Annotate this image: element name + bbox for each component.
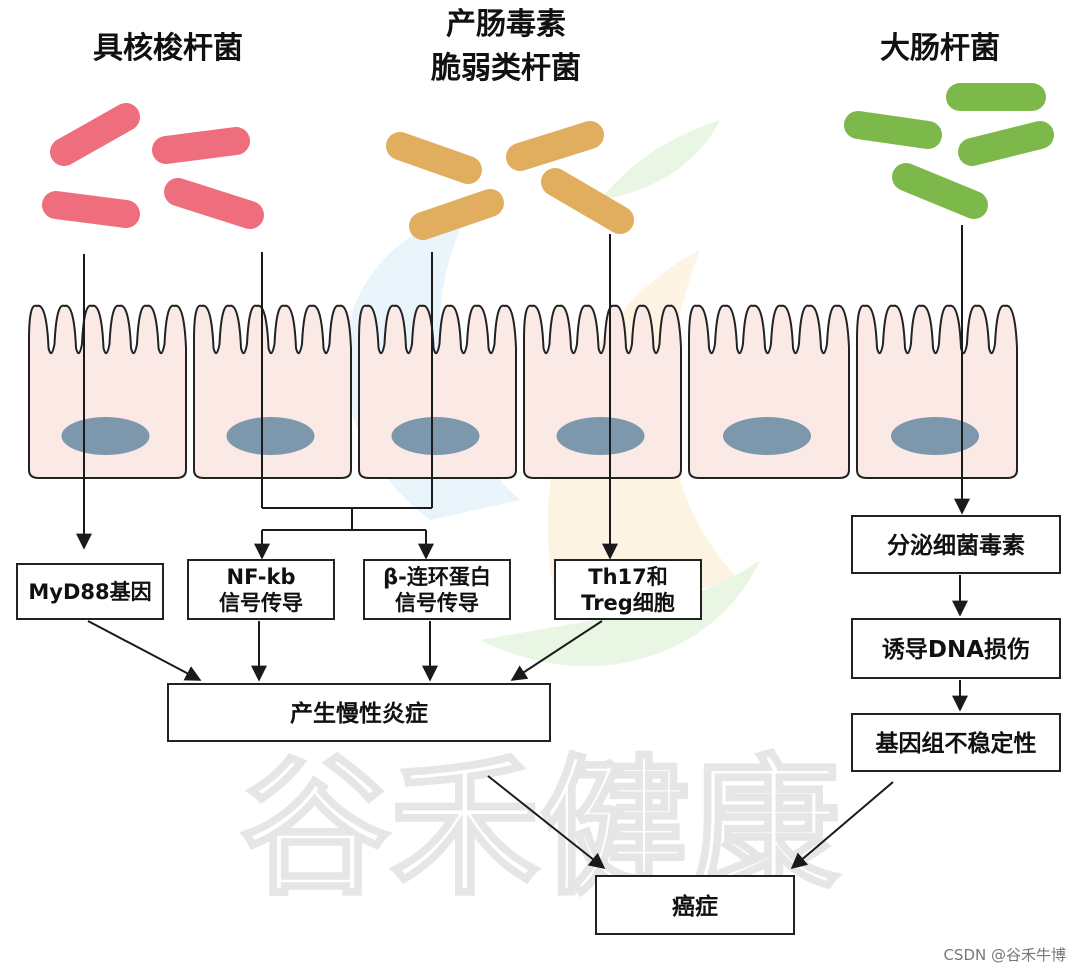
- box-th17-line1: Th17和: [588, 565, 668, 589]
- arrow-instability-to-cancer: [790, 781, 894, 870]
- box-th17-line2: Treg细胞: [581, 591, 675, 615]
- box-toxin-label: 分泌细菌毒素: [887, 532, 1025, 559]
- ecoli-title: 大肠杆菌: [880, 31, 1000, 66]
- box-cancer: [595, 875, 795, 935]
- etbf-title-line2: 脆弱类杆菌: [430, 51, 581, 86]
- cell-nucleus: [226, 417, 315, 455]
- box-catenin-line2: 信号传导: [395, 591, 479, 615]
- box-instability-label: 基因组不稳定性: [876, 730, 1037, 757]
- cell-nucleus: [61, 417, 150, 455]
- box-dna: [851, 618, 1061, 679]
- box-nfkb-line2: 信号传导: [219, 591, 303, 615]
- box-instability: [851, 713, 1061, 772]
- cell-nucleus: [556, 417, 645, 455]
- fusobacterium-rod: [164, 178, 264, 229]
- box-catenin-line1: β-连环蛋白: [383, 565, 491, 589]
- ecoli-rod: [892, 163, 988, 219]
- box-inflammation: [167, 683, 551, 742]
- cell-nucleus: [391, 417, 480, 455]
- cell-nucleus: [891, 417, 979, 455]
- etbf-title-line1: 产肠毒素: [446, 7, 566, 42]
- fusobacterium-rod: [152, 127, 250, 164]
- arrow-myd88-to-inflammation: [87, 620, 202, 681]
- box-cancer-label: 癌症: [672, 893, 718, 920]
- fusobacterium-rod: [42, 191, 140, 228]
- arrow-inflammation-to-cancer: [487, 775, 606, 869]
- box-th17: [554, 559, 702, 620]
- box-nfkb: [187, 559, 335, 620]
- etbf-rod: [409, 189, 504, 240]
- ecoli-rod: [844, 111, 942, 149]
- box-myd88: [16, 563, 164, 620]
- box-inflammation-label: 产生慢性炎症: [290, 700, 428, 727]
- etbf-rod: [506, 121, 604, 171]
- box-myd88-label: MyD88基因: [28, 580, 151, 604]
- credit-text: CSDN @谷禾牛博: [943, 946, 1066, 964]
- etbf-rod: [541, 168, 634, 234]
- box-nfkb-line1: NF-kb: [227, 565, 296, 589]
- ecoli-rods: [844, 83, 1054, 219]
- box-toxin: [851, 515, 1061, 574]
- fusobacterium-rod: [50, 103, 140, 166]
- ecoli-rod: [958, 121, 1054, 166]
- fusobacterium-rods: [42, 103, 264, 229]
- cell-nucleus: [723, 417, 811, 455]
- etbf-rod: [386, 132, 482, 184]
- etbf-rods: [386, 121, 634, 240]
- epithelial-cell-layer: [28, 304, 1018, 479]
- fusobacterium-title: 具核梭杆菌: [93, 31, 243, 66]
- box-catenin: [363, 559, 511, 620]
- arrow-th17-to-inflammation: [510, 620, 603, 681]
- box-dna-label: 诱导DNA损伤: [882, 637, 1030, 663]
